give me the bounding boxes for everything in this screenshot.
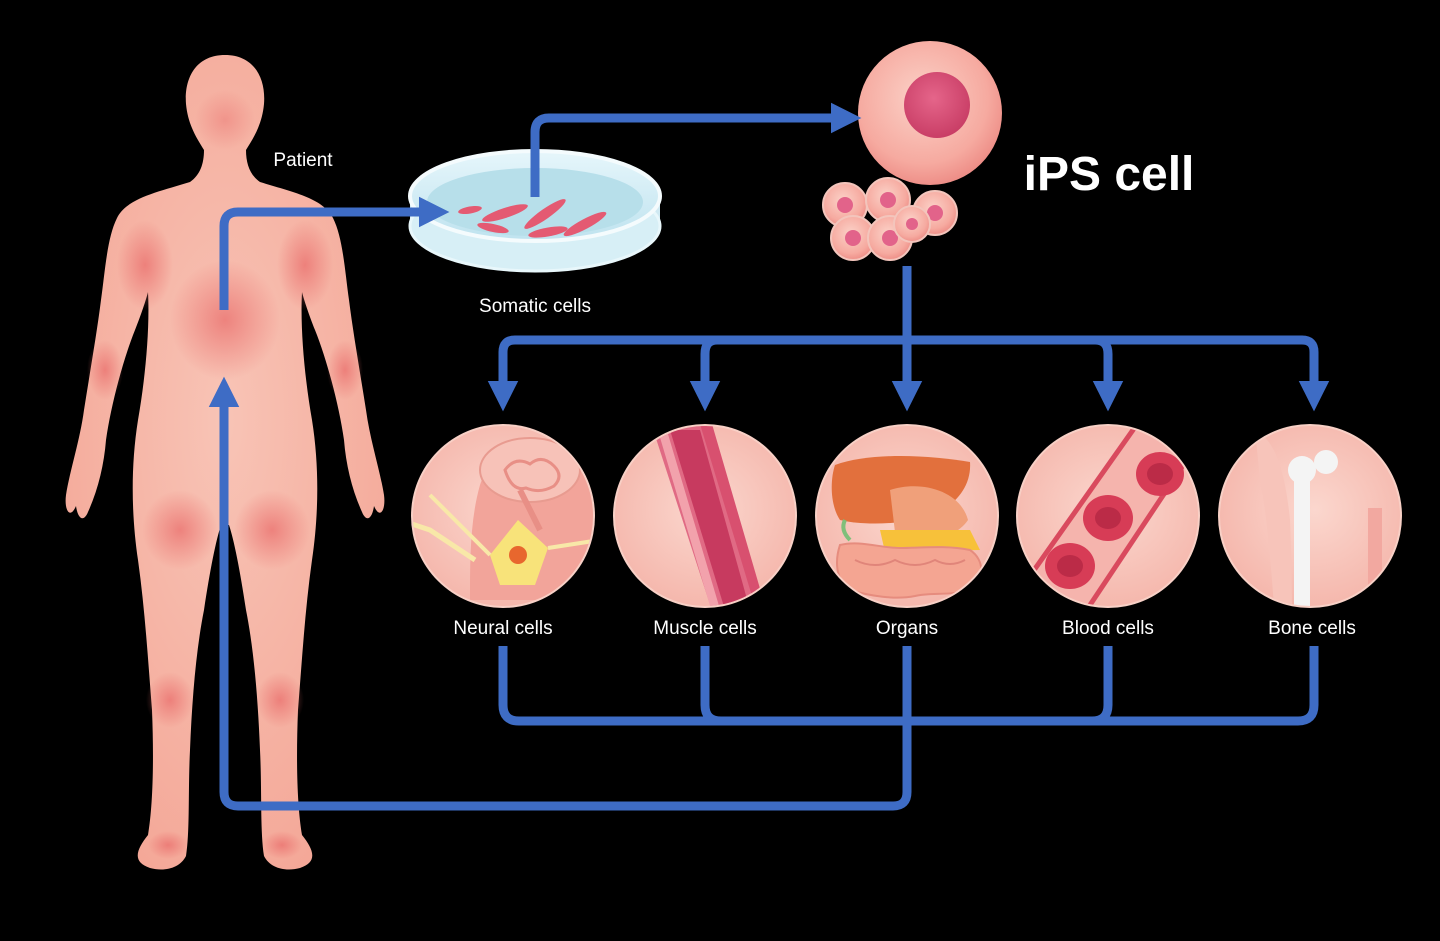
return-muscle [700, 646, 722, 726]
arrow-to-muscle [705, 335, 717, 390]
muscle-cells-icon [613, 424, 797, 608]
cell-cluster-icon [822, 177, 958, 261]
arrow-patient-to-dish [219, 196, 450, 310]
return-blood [1091, 646, 1113, 726]
petri-dish-icon [408, 149, 662, 273]
branch-bar [498, 335, 1319, 392]
flow-arrows [208, 102, 1330, 811]
ips-cell-title: iPS cell [1024, 148, 1195, 201]
cell-type-label-muscle: Muscle cells [653, 618, 756, 639]
arrow-to-blood [1092, 335, 1124, 412]
patient-label: Patient [273, 150, 333, 171]
cell-type-label-neural: Neural cells [453, 618, 552, 639]
cell-type-label-blood: Blood cells [1062, 618, 1154, 639]
cell-type-label-organs: Organs [876, 618, 938, 639]
return-to-patient [208, 376, 912, 811]
organs-icon [815, 424, 999, 608]
somatic-cells-icon [458, 199, 607, 238]
ips-cell-icon [858, 41, 1002, 185]
neural-cells-icon [411, 424, 595, 608]
blood-cells-icon [1016, 424, 1200, 608]
bone-cells-icon [1218, 424, 1402, 608]
somatic-cells-label: Somatic cells [479, 296, 591, 317]
cell-type-label-bone: Bone cells [1268, 618, 1356, 639]
arrow-dish-to-ips [530, 102, 862, 197]
